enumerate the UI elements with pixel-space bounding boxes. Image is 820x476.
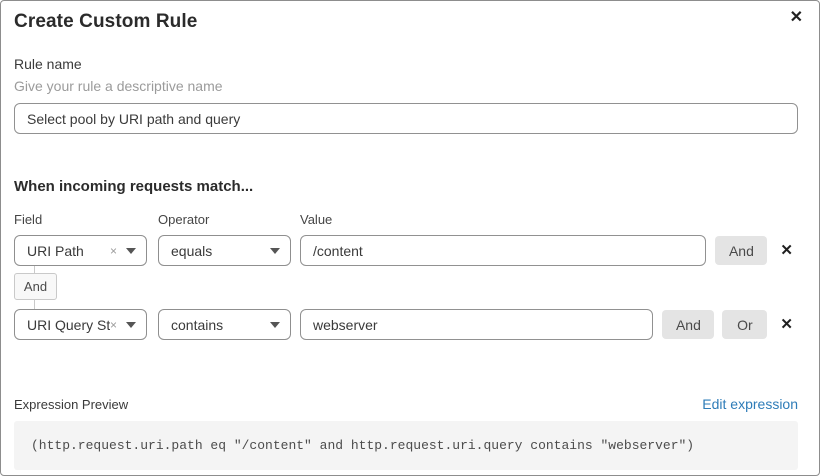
condition-row-1: URI Path × equals And ✕: [14, 235, 798, 266]
and-connector-badge: And: [14, 273, 57, 300]
operator-select-2[interactable]: contains: [158, 309, 291, 340]
value-column-label: Value: [300, 212, 333, 227]
chevron-down-icon: [126, 247, 136, 254]
edit-expression-link[interactable]: Edit expression: [702, 396, 798, 412]
connector-line: [34, 266, 35, 273]
operator-select-2-value: contains: [171, 316, 224, 333]
operator-column-label: Operator: [158, 212, 210, 227]
chevron-down-icon: [270, 247, 280, 254]
condition-row-2: URI Query St... × contains And Or ✕: [14, 309, 798, 340]
expression-preview-header: Expression Preview Edit expression: [14, 396, 798, 412]
condition-column-labels: Field Operator Value: [14, 212, 798, 227]
or-button-row-2[interactable]: Or: [722, 310, 768, 339]
remove-condition-icon[interactable]: ✕: [780, 316, 793, 333]
rule-name-label: Rule name: [14, 56, 82, 72]
value-input-1[interactable]: [300, 235, 707, 266]
clear-field-icon[interactable]: ×: [109, 243, 117, 258]
and-button-row-1[interactable]: And: [715, 236, 768, 265]
dialog-title: Create Custom Rule: [14, 11, 198, 32]
field-select-2[interactable]: URI Query St... ×: [14, 309, 147, 340]
and-connector: And: [14, 266, 74, 309]
rule-name-input[interactable]: [14, 103, 798, 134]
match-section-heading: When incoming requests match...: [14, 178, 254, 195]
clear-field-icon[interactable]: ×: [109, 317, 117, 332]
operator-select-1-value: equals: [171, 242, 213, 259]
connector-line: [34, 300, 35, 309]
and-button-row-2[interactable]: And: [662, 310, 715, 339]
field-select-1[interactable]: URI Path ×: [14, 235, 147, 266]
close-icon[interactable]: ✕: [789, 9, 803, 26]
remove-condition-icon[interactable]: ✕: [780, 242, 793, 259]
operator-select-1[interactable]: equals: [158, 235, 291, 266]
field-column-label: Field: [14, 212, 43, 227]
rule-name-helper-text: Give your rule a descriptive name: [14, 78, 223, 94]
chevron-down-icon: [126, 321, 136, 328]
field-select-2-value: URI Query St...: [27, 316, 110, 333]
expression-code-block: (http.request.uri.path eq "/content" and…: [14, 421, 798, 470]
field-select-1-value: URI Path: [27, 242, 84, 259]
value-input-2[interactable]: [300, 309, 654, 340]
chevron-down-icon: [270, 321, 280, 328]
expression-preview-label: Expression Preview: [14, 397, 129, 412]
